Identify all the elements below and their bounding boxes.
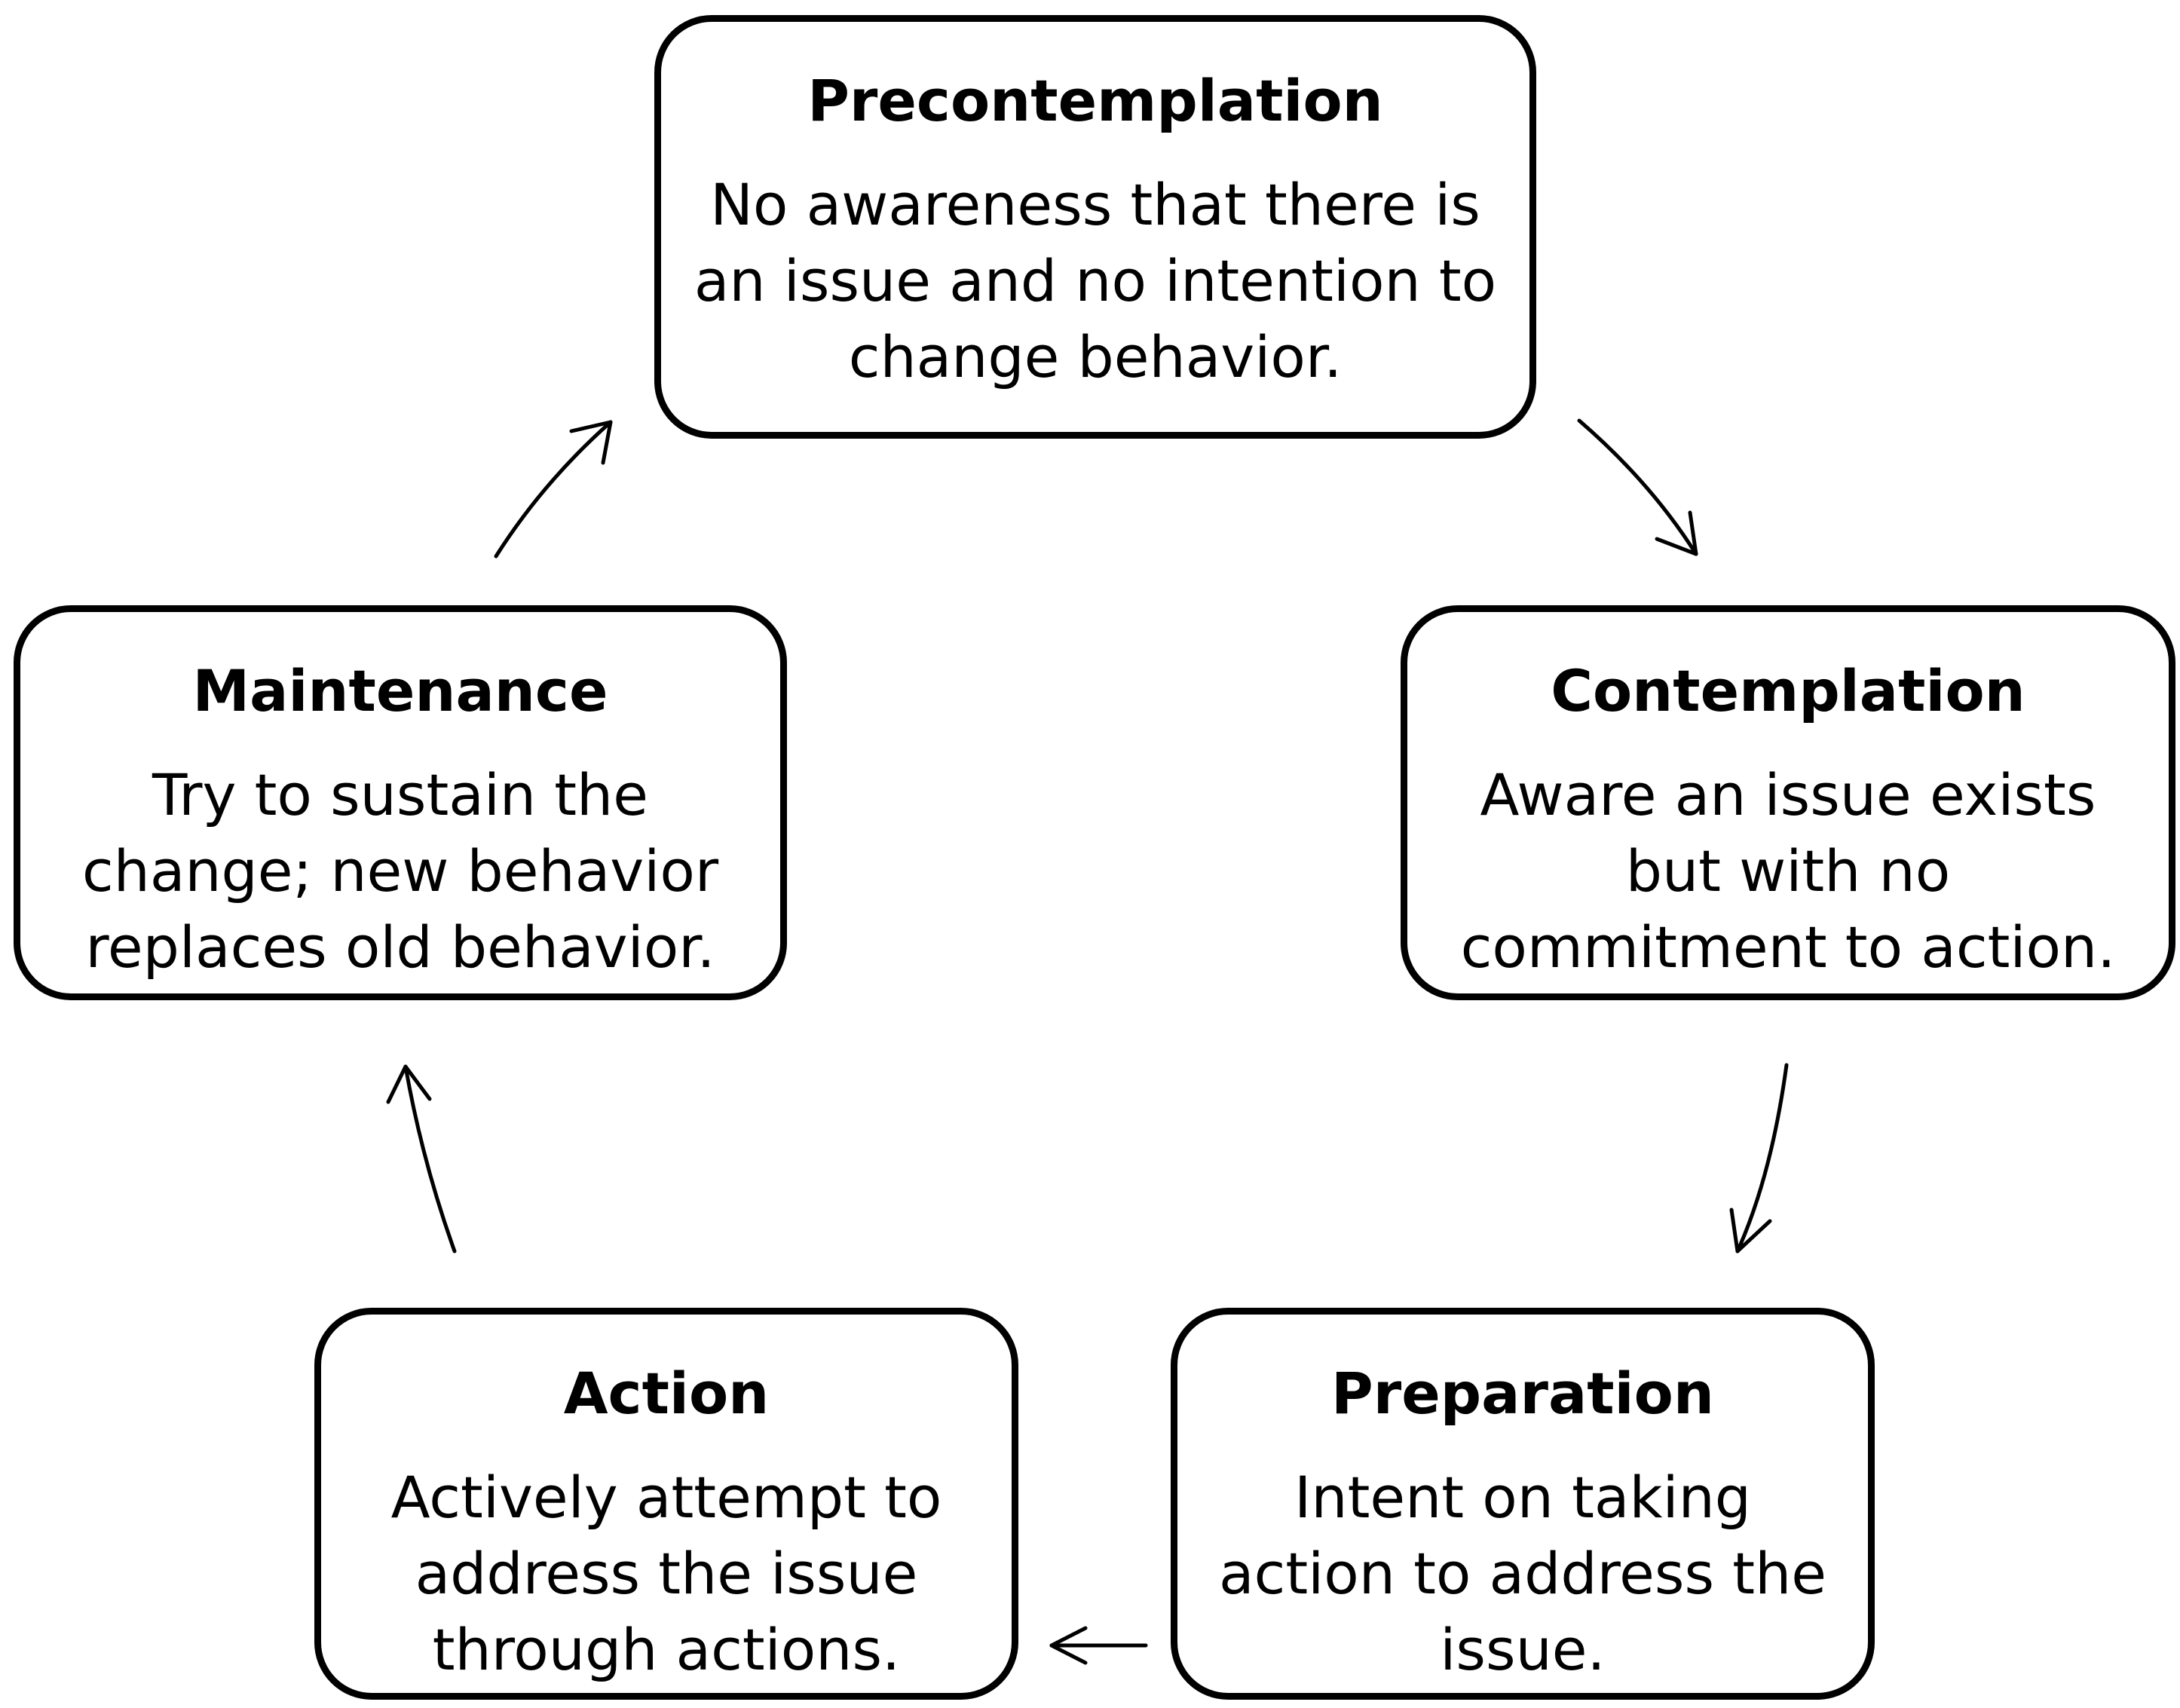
stage-box-maintenance: Maintenance Try to sustain the change; n… xyxy=(14,605,787,1000)
arrow-contemplation-to-preparation xyxy=(1729,1063,1789,1253)
stage-description-contemplation: Aware an issue exists but with no commit… xyxy=(1460,761,2116,981)
arrow-action-to-maintenance xyxy=(386,1064,457,1253)
stage-box-precontemplation: Precontemplation No awareness that there… xyxy=(654,15,1536,439)
stage-title-precontemplation: Precontemplation xyxy=(807,67,1383,134)
stage-title-maintenance: Maintenance xyxy=(192,657,608,724)
stage-description-preparation: Intent on taking action to address the i… xyxy=(1218,1464,1826,1683)
stage-description-precontemplation: No awareness that there is an issue and … xyxy=(693,171,1497,390)
stage-description-maintenance: Try to sustain the change; new behavior … xyxy=(81,761,719,981)
stage-title-preparation: Preparation xyxy=(1331,1360,1714,1427)
stage-title-action: Action xyxy=(563,1360,770,1427)
stage-description-action: Actively attempt to address the issue th… xyxy=(390,1464,942,1683)
arrow-maintenance-to-precontemplation xyxy=(494,420,613,559)
stage-box-action: Action Actively attempt to address the i… xyxy=(314,1308,1018,1700)
arrow-preparation-to-action xyxy=(1049,1626,1148,1665)
stage-title-contemplation: Contemplation xyxy=(1551,657,2025,724)
stage-box-preparation: Preparation Intent on taking action to a… xyxy=(1171,1308,1875,1700)
stage-box-contemplation: Contemplation Aware an issue exists but … xyxy=(1401,605,2175,1000)
arrow-precontemplation-to-contemplation xyxy=(1577,418,1698,556)
